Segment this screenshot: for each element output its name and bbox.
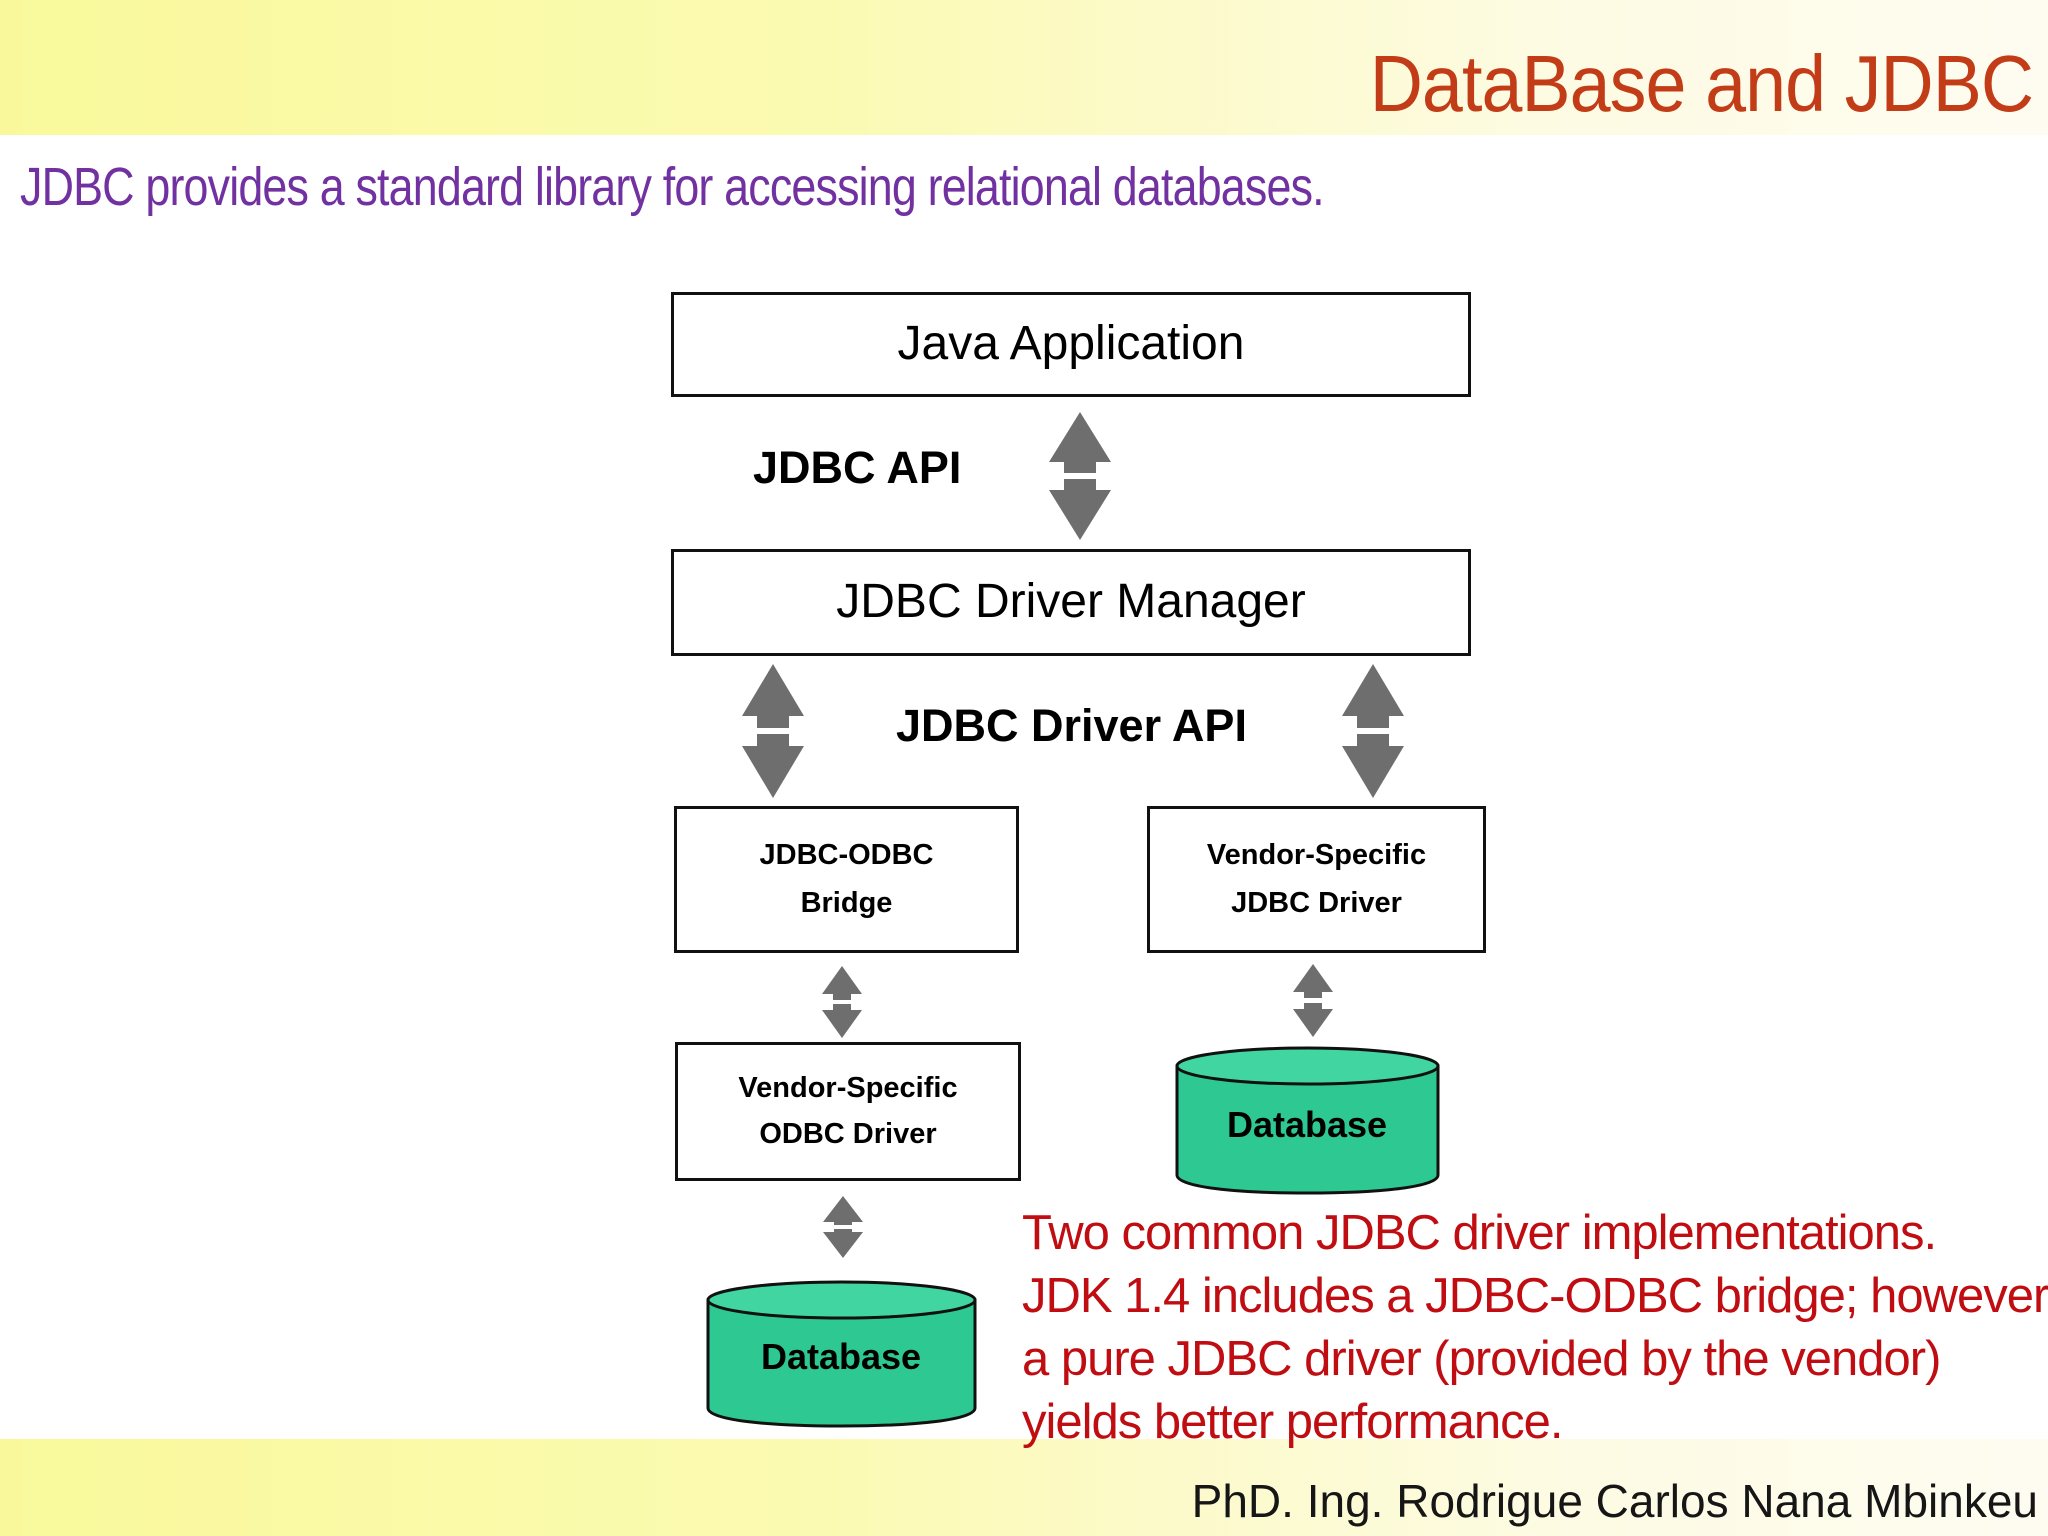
box-label: JDBC Driver Manager <box>836 575 1306 629</box>
up-down-arrow-icon <box>1049 412 1111 540</box>
box-label-line: Vendor-Specific <box>1206 838 1427 871</box>
annotation-note: Two common JDBC driver implementations. … <box>1022 1202 2048 1454</box>
up-down-arrow-icon <box>822 966 862 1038</box>
up-down-arrow-icon <box>1342 664 1404 798</box>
box-label-line: Bridge <box>800 886 893 919</box>
box-jdbc-odbc-bridge: JDBC-ODBC Bridge <box>674 806 1019 953</box>
bottom-footer-band <box>0 1439 2048 1536</box>
box-vendor-specific-jdbc-driver: Vendor-Specific JDBC Driver <box>1147 806 1486 953</box>
annotation-line: JDK 1.4 includes a JDBC-ODBC bridge; how… <box>1022 1269 2048 1323</box>
database-label: Database <box>1226 1104 1388 1145</box>
author-footer: PhD. Ing. Rodrigue Carlos Nana Mbinkeu <box>1191 1475 2038 1527</box>
annotation-line: Two common JDBC driver implementations. <box>1022 1206 1937 1260</box>
subtitle-text: JDBC provides a standard library for acc… <box>20 157 1325 217</box>
top-title-band <box>0 0 2048 135</box>
up-down-arrow-icon <box>823 1196 863 1258</box>
database-label: Database <box>760 1336 922 1377</box>
box-label-line: JDBC-ODBC <box>759 838 934 871</box>
box-java-application: Java Application <box>671 292 1471 397</box>
box-label-line: ODBC Driver <box>759 1117 937 1150</box>
box-label: Java Application <box>897 317 1245 371</box>
box-label-line: Vendor-Specific <box>738 1071 958 1104</box>
annotation-line: a pure JDBC driver (provided by the vend… <box>1022 1332 1941 1386</box>
box-label-line: JDBC Driver <box>1231 886 1402 919</box>
box-jdbc-driver-manager: JDBC Driver Manager <box>671 549 1471 656</box>
box-vendor-specific-odbc-driver: Vendor-Specific ODBC Driver <box>675 1042 1021 1181</box>
label-jdbc-driver-api: JDBC Driver API <box>896 700 1247 751</box>
label-jdbc-api: JDBC API <box>753 442 962 493</box>
annotation-line: yields better performance. <box>1022 1395 1564 1449</box>
page-title: DataBase and JDBC <box>1369 39 2034 128</box>
up-down-arrow-icon <box>1293 964 1333 1037</box>
up-down-arrow-icon <box>742 664 804 798</box>
